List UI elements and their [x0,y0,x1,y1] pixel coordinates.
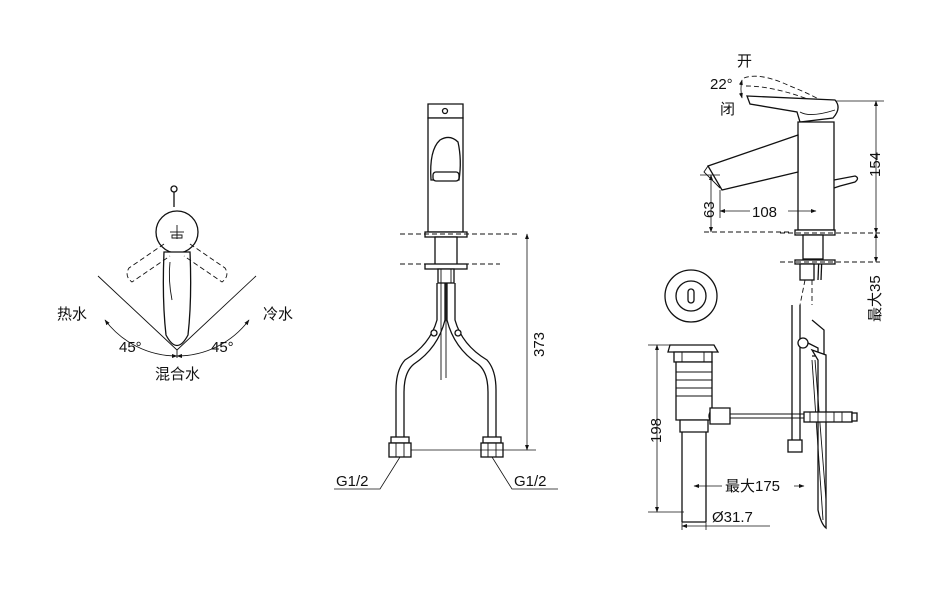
spout-reach-label: 108 [752,204,777,221]
close-label: 闭 [720,101,735,118]
side-view: 开 22° 闭 154 最大35 63 108 [700,53,884,530]
diameter-label: Ø31.7 [712,509,753,526]
drain-view: 198 最大175 Ø31.7 [648,269,805,530]
mixed-water-label: 混合水 [155,366,200,383]
spout-height-label: 63 [701,201,718,218]
drain-height-label: 198 [648,418,665,443]
top-view: 热水 冷水 45° 45° 混合水 [57,185,293,383]
hot-water-label: 热水 [57,306,87,323]
angle-left-label: 45° [119,339,142,356]
thread-left-label: G1/2 [336,473,369,490]
cold-water-label: 冷水 [263,306,293,323]
max-reach-label: 最大175 [725,478,780,495]
front-height-label: 373 [531,332,548,357]
thread-right-label: G1/2 [514,473,547,490]
max-deck-label: 最大35 [867,275,884,322]
open-label: 开 [737,53,752,70]
front-view: 373 G1/2 G1/2 [334,103,558,490]
angle-right-label: 45° [211,339,234,356]
side-height-label: 154 [867,152,884,177]
lever-angle-label: 22° [710,76,733,93]
